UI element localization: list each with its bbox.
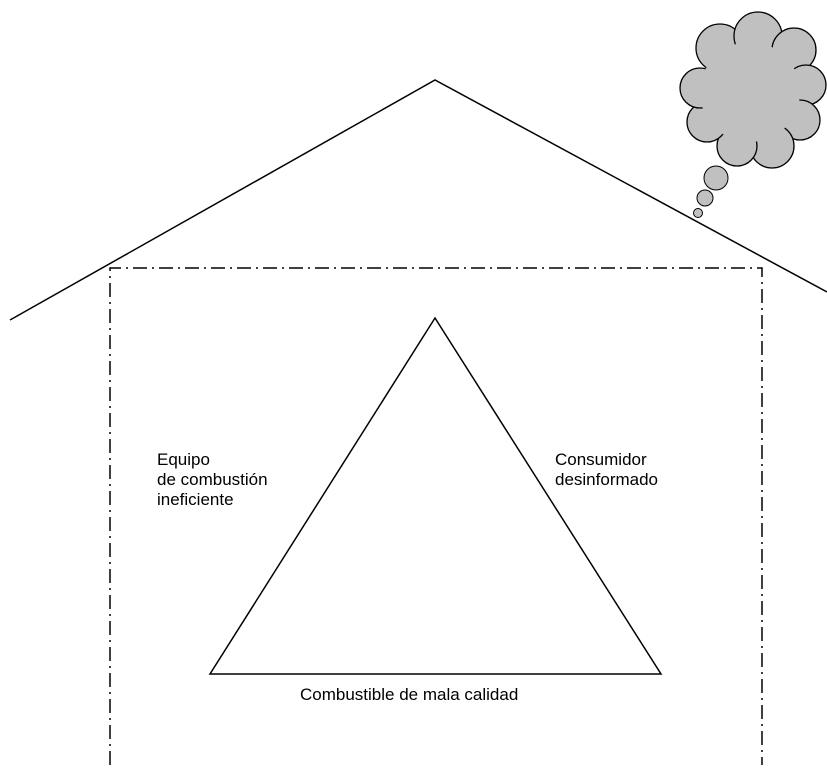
smoke-bubble-small: [693, 208, 703, 218]
label-uninformed-consumer: Consumidor desinformado: [555, 450, 658, 490]
label-line: Consumidor: [555, 450, 647, 469]
label-line: de combustión: [157, 470, 268, 489]
house-roof: [9, 79, 827, 321]
label-line: desinformado: [555, 470, 659, 489]
label-inefficient-equipment: Equipo de combustión ineficiente: [157, 450, 268, 510]
smoke-bubble-medium: [696, 189, 714, 207]
house-walls: [109, 267, 763, 765]
label-line: Equipo: [157, 450, 210, 469]
smoke-cloud: [679, 11, 827, 169]
label-poor-quality-fuel: Combustible de mala calidad: [300, 685, 519, 704]
label-line: ineficiente: [157, 490, 234, 509]
smoke-bubble-large: [703, 165, 729, 191]
problem-triangle: [208, 316, 663, 675]
